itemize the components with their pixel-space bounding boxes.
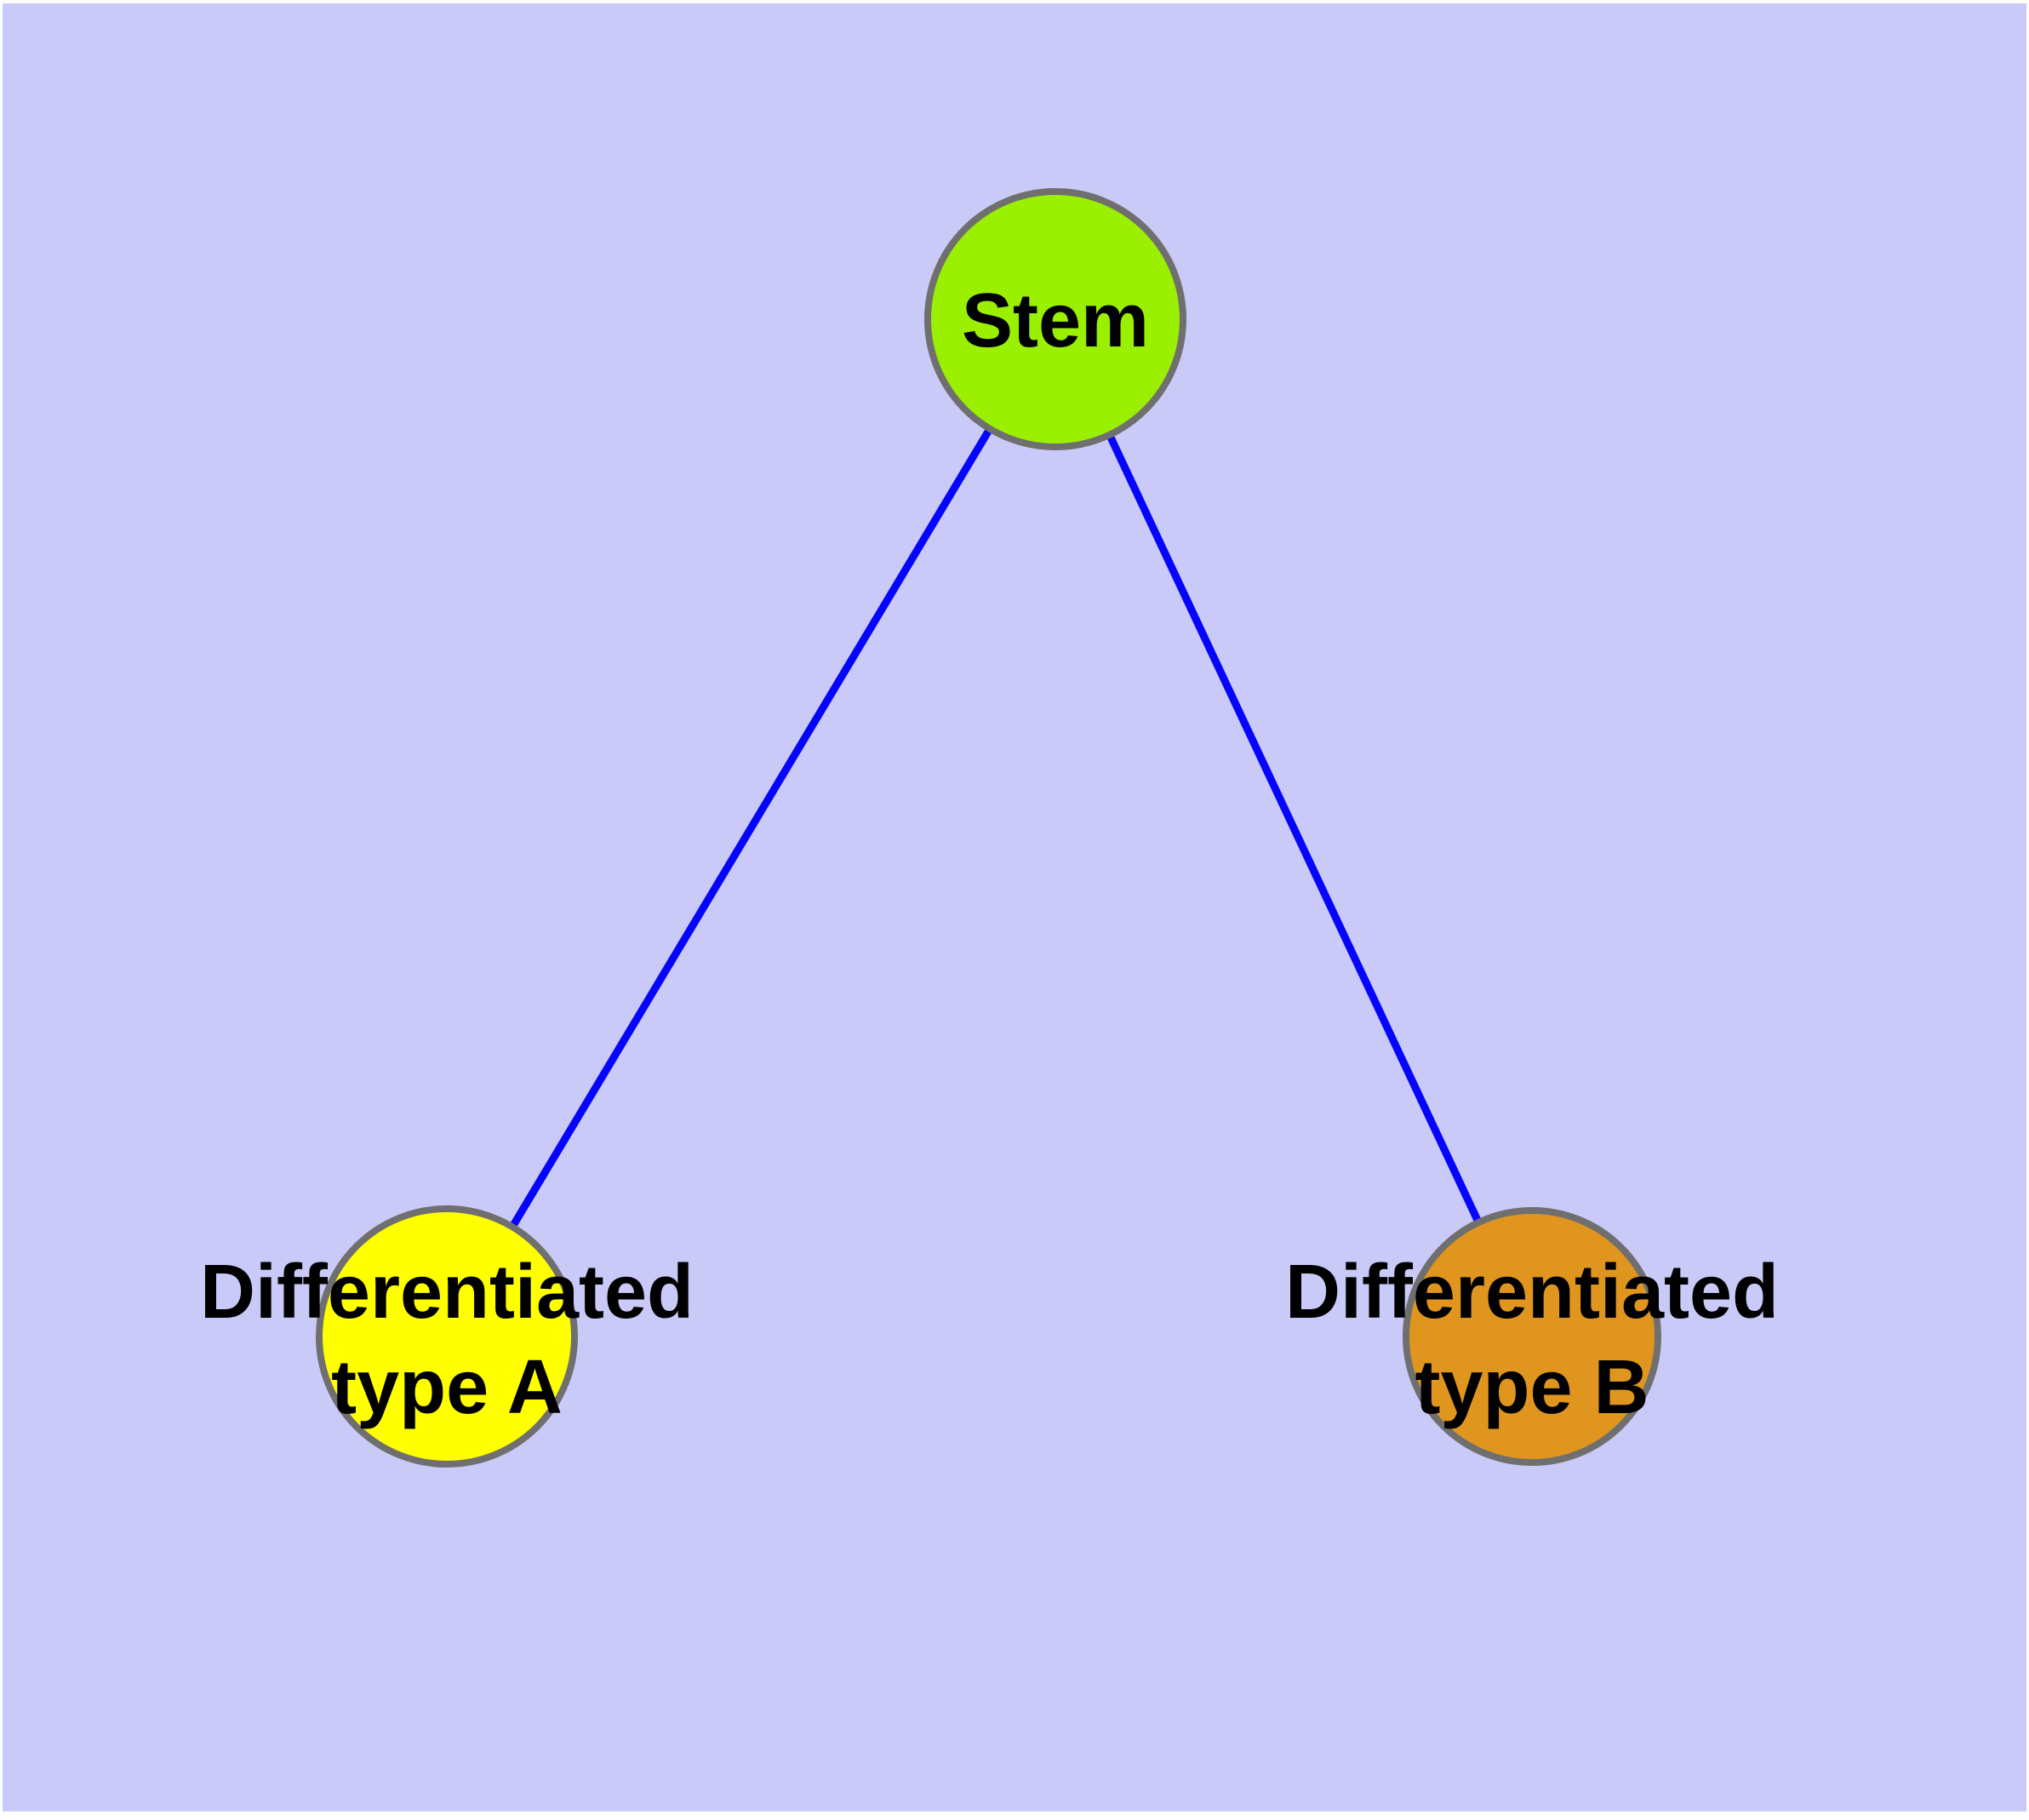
node-type-a-label-line2: type A [331,1345,563,1430]
node-stem-label: Stem [962,278,1149,363]
node-type-b [1403,1207,1661,1466]
node-type-a-label-line1: Differentiated [200,1250,694,1335]
node-type-b-label-line1: Differentiated [1285,1250,1779,1335]
node-type-a [316,1205,578,1468]
edge-stem-to-type-b [1051,318,1536,1338]
node-stem [924,188,1186,450]
node-type-b-label-line2: type B [1415,1345,1649,1430]
edge-stem-to-type-a [443,317,1059,1339]
